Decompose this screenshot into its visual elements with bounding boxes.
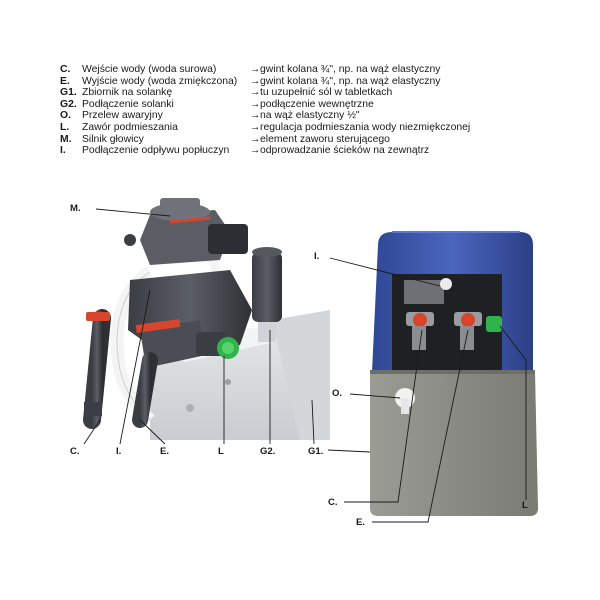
legend-note: tu uzupełnić sól w tabletkach: [260, 87, 393, 99]
arrow-icon: →: [250, 87, 261, 99]
legend-desc: Przelew awaryjny: [82, 110, 163, 122]
legend-row-e: E. Wyjście wody (woda zmiękczona) → gwin…: [60, 76, 470, 88]
legend-note: na wąż elastyczny ½": [260, 110, 360, 122]
callout-e-left: E.: [160, 446, 169, 457]
callout-g1: G1.: [308, 446, 324, 457]
legend-row-g2: G2. Podłączenie solanki → podłączenie we…: [60, 99, 470, 111]
callout-e-right: E.: [356, 517, 365, 528]
legend-desc: Podłączenie odpływu popłuczyn: [82, 145, 230, 157]
callout-m: M.: [70, 203, 81, 214]
legend-note: gwint kolana ¾", np. na wąż elastyczny: [260, 64, 441, 75]
legend: C. Wejście wody (woda surowa) → gwint ko…: [60, 64, 470, 157]
legend-row-m: M. Silnik głowicy → element zaworu steru…: [60, 134, 470, 146]
leader-lines: [83, 208, 527, 523]
legend-desc: Silnik głowicy: [82, 133, 144, 145]
callout-c-left: C.: [70, 446, 80, 457]
callout-l-right: L: [522, 500, 528, 511]
legend-note: element zaworu sterującego: [260, 133, 390, 145]
legend-code: L.: [60, 121, 70, 133]
arrow-icon: →: [250, 110, 261, 122]
red-ring: [135, 318, 181, 334]
red-connector-c: [413, 313, 427, 327]
legend-desc: Wyjście wody (woda zmiękczona): [82, 75, 238, 87]
legend-row-i: I. Podłączenie odpływu popłuczyn → odpro…: [60, 145, 470, 157]
callout-l-left: L: [218, 446, 224, 457]
arrow-icon: →: [250, 75, 261, 87]
arrow-icon: →: [250, 98, 261, 110]
arrow-icon: →: [250, 121, 261, 133]
legend-code: G1.: [60, 87, 77, 99]
outlet-pipe: [132, 352, 158, 428]
left-closeup: [83, 198, 330, 440]
legend-desc: Wejście wody (woda surowa): [82, 64, 217, 75]
legend-desc: Podłączenie solanki: [82, 98, 174, 110]
legend-code: M.: [60, 133, 72, 145]
legend-row-c: C. Wejście wody (woda surowa) → gwint ko…: [60, 64, 470, 76]
legend-code: G2.: [60, 98, 77, 110]
legend-note: gwint kolana ¾", np. na wąż elastyczny: [260, 75, 441, 87]
callout-i-right: I.: [314, 251, 320, 262]
arrow-icon: →: [250, 145, 261, 157]
motor-head: [140, 210, 230, 265]
legend-code: C.: [60, 64, 71, 75]
arrow-icon: →: [250, 133, 261, 145]
red-connector-e: [461, 313, 475, 327]
brine-connector: [252, 252, 282, 322]
legend-row-l: L. Zawór podmieszania → regulacja podmie…: [60, 122, 470, 134]
legend-desc: Zbiornik na solankę: [82, 87, 173, 99]
legend-note: podłączenie wewnętrzne: [260, 98, 374, 110]
callout-o: O.: [332, 388, 343, 399]
legend-code: O.: [60, 110, 71, 122]
callout-c-right: C.: [328, 497, 338, 508]
legend-desc: Zawór podmieszania: [82, 121, 178, 133]
legend-row-o: O. Przelew awaryjny → na wąż elastyczny …: [60, 110, 470, 122]
legend-note: regulacja podmieszania wody niezmiękczon…: [260, 121, 471, 133]
right-cabinet: [370, 231, 538, 516]
legend-note: odprowadzanie ścieków na zewnątrz: [260, 145, 430, 157]
arrow-icon: →: [250, 64, 261, 75]
green-valve-right: [486, 316, 502, 332]
callout-g2: G2.: [260, 446, 276, 457]
legend-code: I.: [60, 145, 66, 157]
callout-i-left: I.: [116, 446, 122, 457]
grey-body: [370, 372, 538, 516]
legend-row-g1: G1. Zbiornik na solankę → tu uzupełnić s…: [60, 87, 470, 99]
legend-code: E.: [60, 75, 70, 87]
